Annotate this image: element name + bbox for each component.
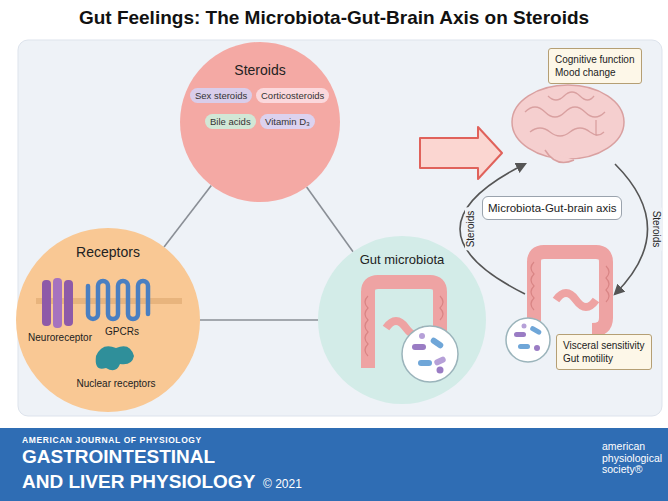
node-text: Gut microbiota — [318, 252, 486, 267]
steroid-pill: Corticosteroids — [256, 88, 329, 103]
steroid-pill: Vitamin D₃ — [260, 114, 315, 129]
steroids-circle: SteroidsSex steroids CorticosteroidsBile … — [180, 42, 340, 202]
receptor-label: GPCRs — [105, 326, 139, 338]
steroid-pill: Sex steroids — [190, 88, 252, 103]
journal-band: AMERICAN JOURNAL OF PHYSIOLOGYGASTROINTE… — [0, 428, 668, 501]
node-text: Gut motility — [563, 352, 645, 365]
node-text: Corticosteroids — [261, 90, 324, 101]
steroid-pill: Bile acids — [205, 114, 256, 129]
node-text: Sex steroids — [195, 90, 247, 101]
node-text: GASTROINTESTINAL — [22, 446, 215, 468]
axis-arrow — [615, 164, 648, 294]
node-text: AMERICAN JOURNAL OF PHYSIOLOGY — [22, 435, 202, 445]
node-text: american physiological society® — [602, 441, 662, 476]
effect-box: Cognitive functionMood change — [548, 48, 642, 84]
node-text: Steroids — [180, 62, 340, 78]
brain — [512, 85, 624, 162]
axis-box: Microbiota-Gut-brain axis — [482, 196, 622, 220]
connector-line — [200, 319, 318, 321]
receptor-label: Nuclear receptors — [77, 378, 156, 390]
node-text: Vitamin D₃ — [265, 116, 310, 127]
node-text: Receptors — [16, 244, 200, 260]
diagram-title: Gut Feelings: The Microbiota-Gut-Brain A… — [0, 7, 668, 29]
connector-line — [307, 187, 353, 252]
node-text: Mood change — [555, 66, 635, 79]
node-text: Microbiota-Gut-brain axis — [488, 202, 616, 214]
big-arrow — [420, 127, 502, 179]
receptor-label: Neuroreceptor — [28, 332, 92, 344]
node-text: Bile acids — [210, 116, 251, 127]
node-text: Cognitive function — [555, 53, 635, 66]
arrow-label: Steroids — [650, 208, 662, 251]
effect-box: Visceral sensitivityGut motility — [556, 334, 652, 370]
gut-microbiota-circle: Gut microbiota — [318, 236, 486, 404]
arrow-label: Steroids — [465, 208, 477, 251]
node-text: AND LIVER PHYSIOLOGY — [22, 471, 255, 493]
node-text: © 2021 — [263, 477, 302, 491]
node-text: Visceral sensitivity — [563, 339, 645, 352]
connector-line — [164, 185, 211, 247]
